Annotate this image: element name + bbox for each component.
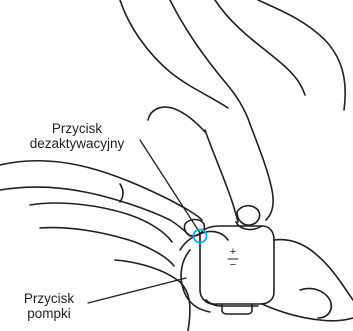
upper-hand-finger xyxy=(215,0,305,95)
thumb-outline-left xyxy=(205,130,238,222)
upper-hand-knuckle xyxy=(148,107,205,132)
middle-finger-bottom xyxy=(40,228,174,266)
right-hand-outline xyxy=(274,240,353,300)
middle-finger-top xyxy=(30,203,172,242)
callout-line-pump xyxy=(88,278,186,303)
right-hand-finger xyxy=(300,288,331,318)
callout-line-deactivation xyxy=(140,140,200,233)
thumb-nail xyxy=(237,206,260,225)
pump-label-line-2: pompki xyxy=(10,306,88,321)
right-hand-lower xyxy=(262,304,353,321)
device-edge xyxy=(206,300,258,306)
pump-label-line-1: Przycisk xyxy=(10,291,88,306)
device-bulge xyxy=(181,250,210,312)
deactivation-label-line-2: dezaktywacyjny xyxy=(8,136,146,151)
index-finger-crease xyxy=(120,184,123,202)
device-body xyxy=(200,226,274,304)
upper-hand-outline xyxy=(170,0,250,124)
deactivation-label-line-1: Przycisk xyxy=(8,121,146,136)
pump-button-label: Przycisk pompki xyxy=(10,291,88,321)
thumb-outline-right xyxy=(250,124,273,220)
index-finger-top xyxy=(0,161,202,220)
upper-hand-outline-2 xyxy=(120,0,228,108)
index-finger-bottom xyxy=(0,187,190,236)
deactivation-button-label: Przycisk dezaktywacyjny xyxy=(8,121,146,151)
device-plus-symbol: + xyxy=(230,246,236,258)
device-minus-symbol: − xyxy=(230,259,236,271)
lower-hand-outline xyxy=(115,260,190,331)
